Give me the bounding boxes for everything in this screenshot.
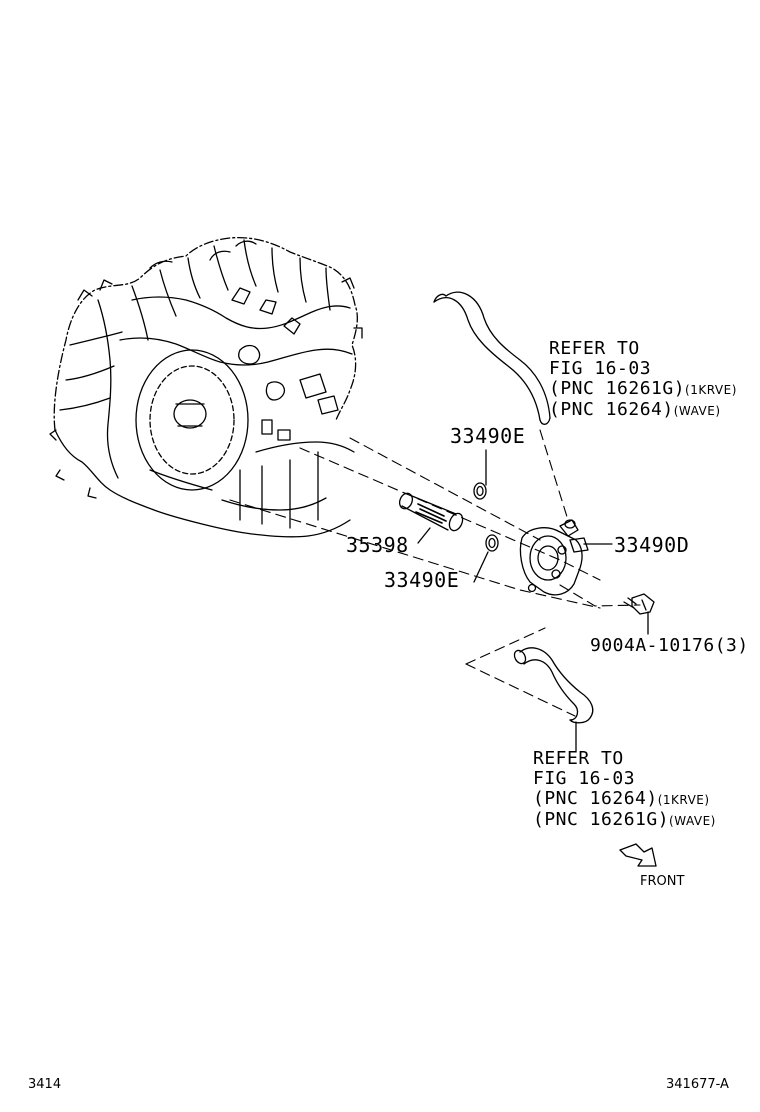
upper-ref-line3-pnc: (PNC 16261G) [549,378,686,399]
lower-ref-line3-pnc: (PNC 16264) [533,788,658,809]
oil-cooler [519,519,601,596]
front-arrow-icon [619,843,657,867]
assembly-lines [229,429,641,717]
lower-ref-line2: FIG 16-03 [533,768,636,789]
lower-ref-line4: (PNC 16261G)(WAVE) [533,810,716,831]
footer-left-code: 3414 [28,1077,62,1092]
part-label-upper-gasket: 33490E [450,424,526,448]
upper-ref-line2: FIG 16-03 [549,358,652,379]
lower-ref-line1: REFER TO [533,748,624,769]
part-label-oil-cooler: 33490D [614,533,690,557]
bolt [623,593,655,635]
upper-ref-line1: REFER TO [549,338,640,359]
front-label: FRONT [640,874,685,889]
upper-ref-line3: (PNC 16261G)(1KRVE) [549,379,737,400]
upper-ref-line4-note: (WAVE) [673,404,721,418]
lower-gasket [473,534,499,583]
lower-hose-reference: REFER TO FIG 16-03 (PNC 16264)(1KRVE) (P… [533,749,716,831]
upper-hose [433,291,551,425]
part-label-pipe: 35398 [346,533,409,557]
transaxle-housing-body [49,239,363,538]
lower-ref-line4-pnc: (PNC 16261G) [533,809,670,830]
pipe [398,492,464,544]
part-label-lower-gasket: 33490E [384,568,460,592]
lower-hose [513,647,594,753]
upper-gasket [473,449,487,500]
upper-hose-reference: REFER TO FIG 16-03 (PNC 16261G)(1KRVE) (… [549,339,737,421]
upper-ref-line4-pnc: (PNC 16264) [549,399,674,420]
lower-ref-line3-note: (1KRVE) [657,793,710,807]
lower-ref-line3: (PNC 16264)(1KRVE) [533,789,716,810]
footer-right-code: 341677-A [666,1077,729,1092]
part-label-bolt: 9004A-10176(3) [590,635,749,656]
upper-ref-line3-note: (1KRVE) [685,383,737,397]
lower-ref-line4-note: (WAVE) [669,814,716,828]
transaxle-housing [53,236,358,431]
upper-ref-line4: (PNC 16264)(WAVE) [549,400,737,421]
